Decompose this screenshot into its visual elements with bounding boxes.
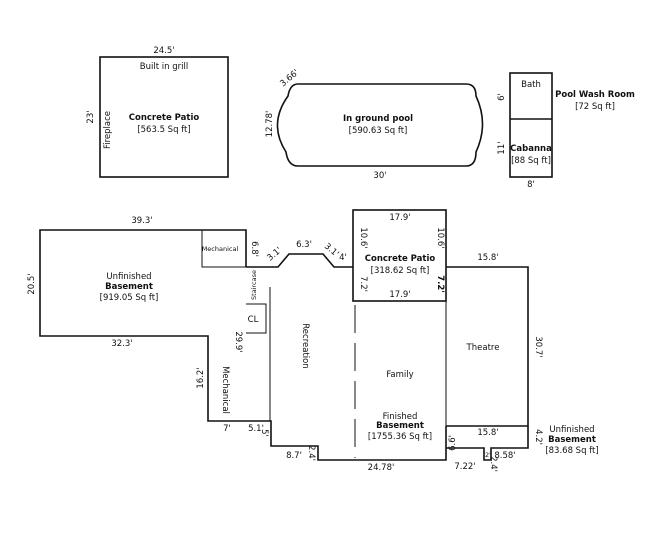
bath-name: Bath — [521, 80, 541, 90]
concrete-patio-top-outline — [99, 56, 229, 178]
closet-outline — [246, 303, 267, 334]
dim-15-8-top: 15.8' — [477, 253, 498, 263]
concrete-patio-top-width: 24.5' — [153, 46, 174, 56]
fireplace-label: Fireplace — [103, 111, 113, 149]
dim-7-22: 7.22' — [454, 462, 475, 472]
unfinished-basement-top-dim: 39.3' — [131, 216, 152, 226]
pool-side-dim: 12.78' — [265, 111, 275, 138]
dim-6-6: 6.6' — [448, 435, 458, 451]
unfinished-basement-bottom-dim: 32.3' — [111, 339, 132, 349]
dim-2: 2' — [485, 451, 491, 459]
cabanna-bottom-dim: 8' — [527, 180, 535, 190]
finished-basement-line2: Basement — [376, 421, 424, 431]
bath-cabanna-outline — [509, 72, 553, 178]
dim-5-1: 5.1' — [248, 424, 264, 434]
dim-3-1-left: 3.1' — [265, 246, 284, 264]
patio-mid-left-low-dim: 7.2' — [358, 276, 368, 292]
patio-mid-right-low-dim: 7.2' — [435, 275, 445, 293]
unfinished-basement-line2: Basement — [105, 282, 153, 292]
cl-name: CL — [248, 315, 259, 325]
dim-2-4-left: 2.4' — [306, 445, 316, 461]
pool-corner-dim: 3.66' — [278, 68, 301, 89]
recreation-name: Recreation — [300, 323, 310, 368]
patio-mid-top-dim: 17.9' — [389, 213, 410, 223]
dim-24-78: 24.78' — [368, 463, 395, 473]
concrete-patio-top-area: [563.5 Sq ft] — [137, 125, 190, 135]
mechanical-small-name: Mechanical — [202, 245, 239, 253]
dim-6-3: 6.3' — [296, 240, 312, 250]
finished-basement-line1: Finished — [383, 412, 418, 422]
dim-8-58: 8.58' — [494, 451, 515, 461]
theatre-right-wall — [446, 266, 529, 427]
dim-4: 4' — [339, 253, 347, 263]
pool-area: [590.63 Sq ft] — [349, 126, 408, 136]
dim-15-8-bottom: 15.8' — [477, 428, 498, 438]
pool-wash-room-area: [72 Sq ft] — [575, 102, 615, 112]
built-in-grill-label: Built in grill — [140, 62, 188, 72]
mechanical-small-outline — [201, 229, 247, 268]
dim-2-4-right: 2.4' — [488, 456, 498, 472]
unfinished-small-outline — [446, 426, 529, 461]
dim-7: 7' — [223, 424, 231, 434]
in-ground-pool-outline — [276, 83, 484, 167]
patio-mid-right-dim: 10.6' — [435, 227, 445, 248]
staircase-name: Staircase — [250, 270, 258, 300]
pool-name: In ground pool — [343, 114, 413, 124]
family-name: Family — [386, 370, 413, 380]
concrete-patio-top-height: 23' — [86, 110, 96, 123]
dim-16-2: 16.2' — [196, 367, 206, 388]
dim-30-7: 30.7' — [533, 336, 543, 357]
unfinished-basement-line1: Unfinished — [106, 272, 151, 282]
unfinished-small-line1: Unfinished — [549, 425, 594, 435]
unfinished-basement-area: [919.05 Sq ft] — [100, 293, 159, 303]
finished-basement-area: [1755.36 Sq ft] — [368, 432, 432, 442]
concrete-patio-mid-outline — [352, 209, 447, 302]
dim-4-2: 4.2' — [533, 429, 543, 445]
basement-bottom-wall — [246, 420, 447, 461]
cabanna-name: Cabanna — [510, 144, 552, 154]
unfinished-small-area: [83.68 Sq ft] — [545, 446, 598, 456]
pool-bottom-dim: 30' — [373, 171, 386, 181]
cabanna-area: [88 Sq ft] — [511, 156, 551, 166]
stair-jog-wall — [246, 253, 353, 268]
dim-29-9: 29.9' — [233, 331, 243, 352]
dim-8-7: 8.7' — [286, 451, 302, 461]
patio-mid-bottom-dim: 17.9' — [389, 290, 410, 300]
dim-5: 5' — [259, 429, 269, 437]
pool-wash-room-name: Pool Wash Room — [555, 90, 635, 100]
patio-mid-left-dim: 10.6' — [358, 227, 368, 248]
concrete-patio-top-name: Concrete Patio — [129, 113, 200, 123]
unfinished-basement-outline — [39, 229, 247, 422]
dim-6-8: 6.8' — [249, 241, 259, 257]
cabanna-dim: 11' — [497, 141, 507, 154]
bath-dim: 6' — [497, 93, 507, 101]
patio-mid-name: Concrete Patio — [365, 254, 436, 264]
unfinished-basement-left-dim: 20.5' — [27, 273, 37, 294]
theatre-name: Theatre — [466, 343, 500, 353]
patio-mid-area: [318.62 Sq ft] — [371, 266, 430, 276]
unfinished-small-line2: Basement — [548, 435, 596, 445]
mechanical-long-name: Mechanical — [220, 366, 230, 414]
